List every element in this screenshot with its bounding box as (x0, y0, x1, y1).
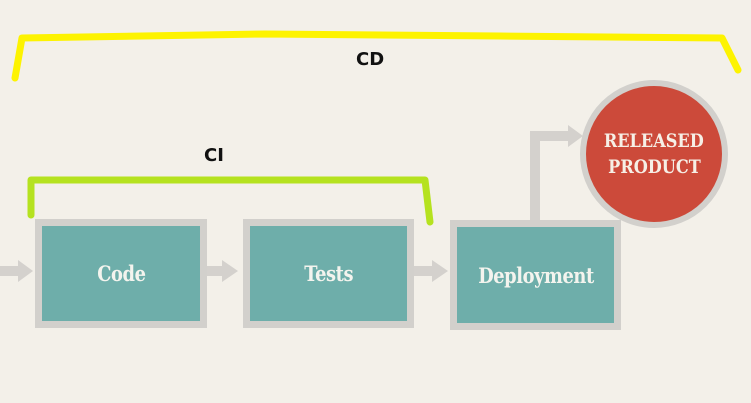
stage-tests: Tests (243, 219, 414, 328)
stage-code: Code (35, 219, 207, 328)
arrow-to-release (530, 131, 570, 141)
stage-deployment: Deployment (450, 220, 621, 330)
arrow-tests-to-deployment-head (432, 260, 448, 282)
arrow-code-to-tests-head (222, 260, 238, 282)
cd-label: CD (356, 49, 385, 70)
arrow-code-to-tests (206, 266, 224, 276)
cd-bracket (11, 30, 742, 82)
arrow-to-release-head (568, 125, 583, 147)
released-product-line2: PRODUCT (607, 156, 701, 178)
released-product-line1: RELEASED (604, 130, 704, 152)
ci-label: CI (204, 145, 224, 166)
stage-tests-label: Tests (304, 261, 353, 286)
arrow-deployment-up (530, 135, 540, 220)
stage-deployment-label: Deployment (477, 262, 594, 288)
arrow-into-code (0, 266, 20, 276)
arrow-into-code-head (18, 260, 33, 282)
arrow-tests-to-deployment (414, 266, 434, 276)
released-product-node: RELEASED PRODUCT (580, 80, 728, 228)
ci-bracket (27, 176, 434, 226)
stage-code-label: Code (96, 261, 146, 286)
